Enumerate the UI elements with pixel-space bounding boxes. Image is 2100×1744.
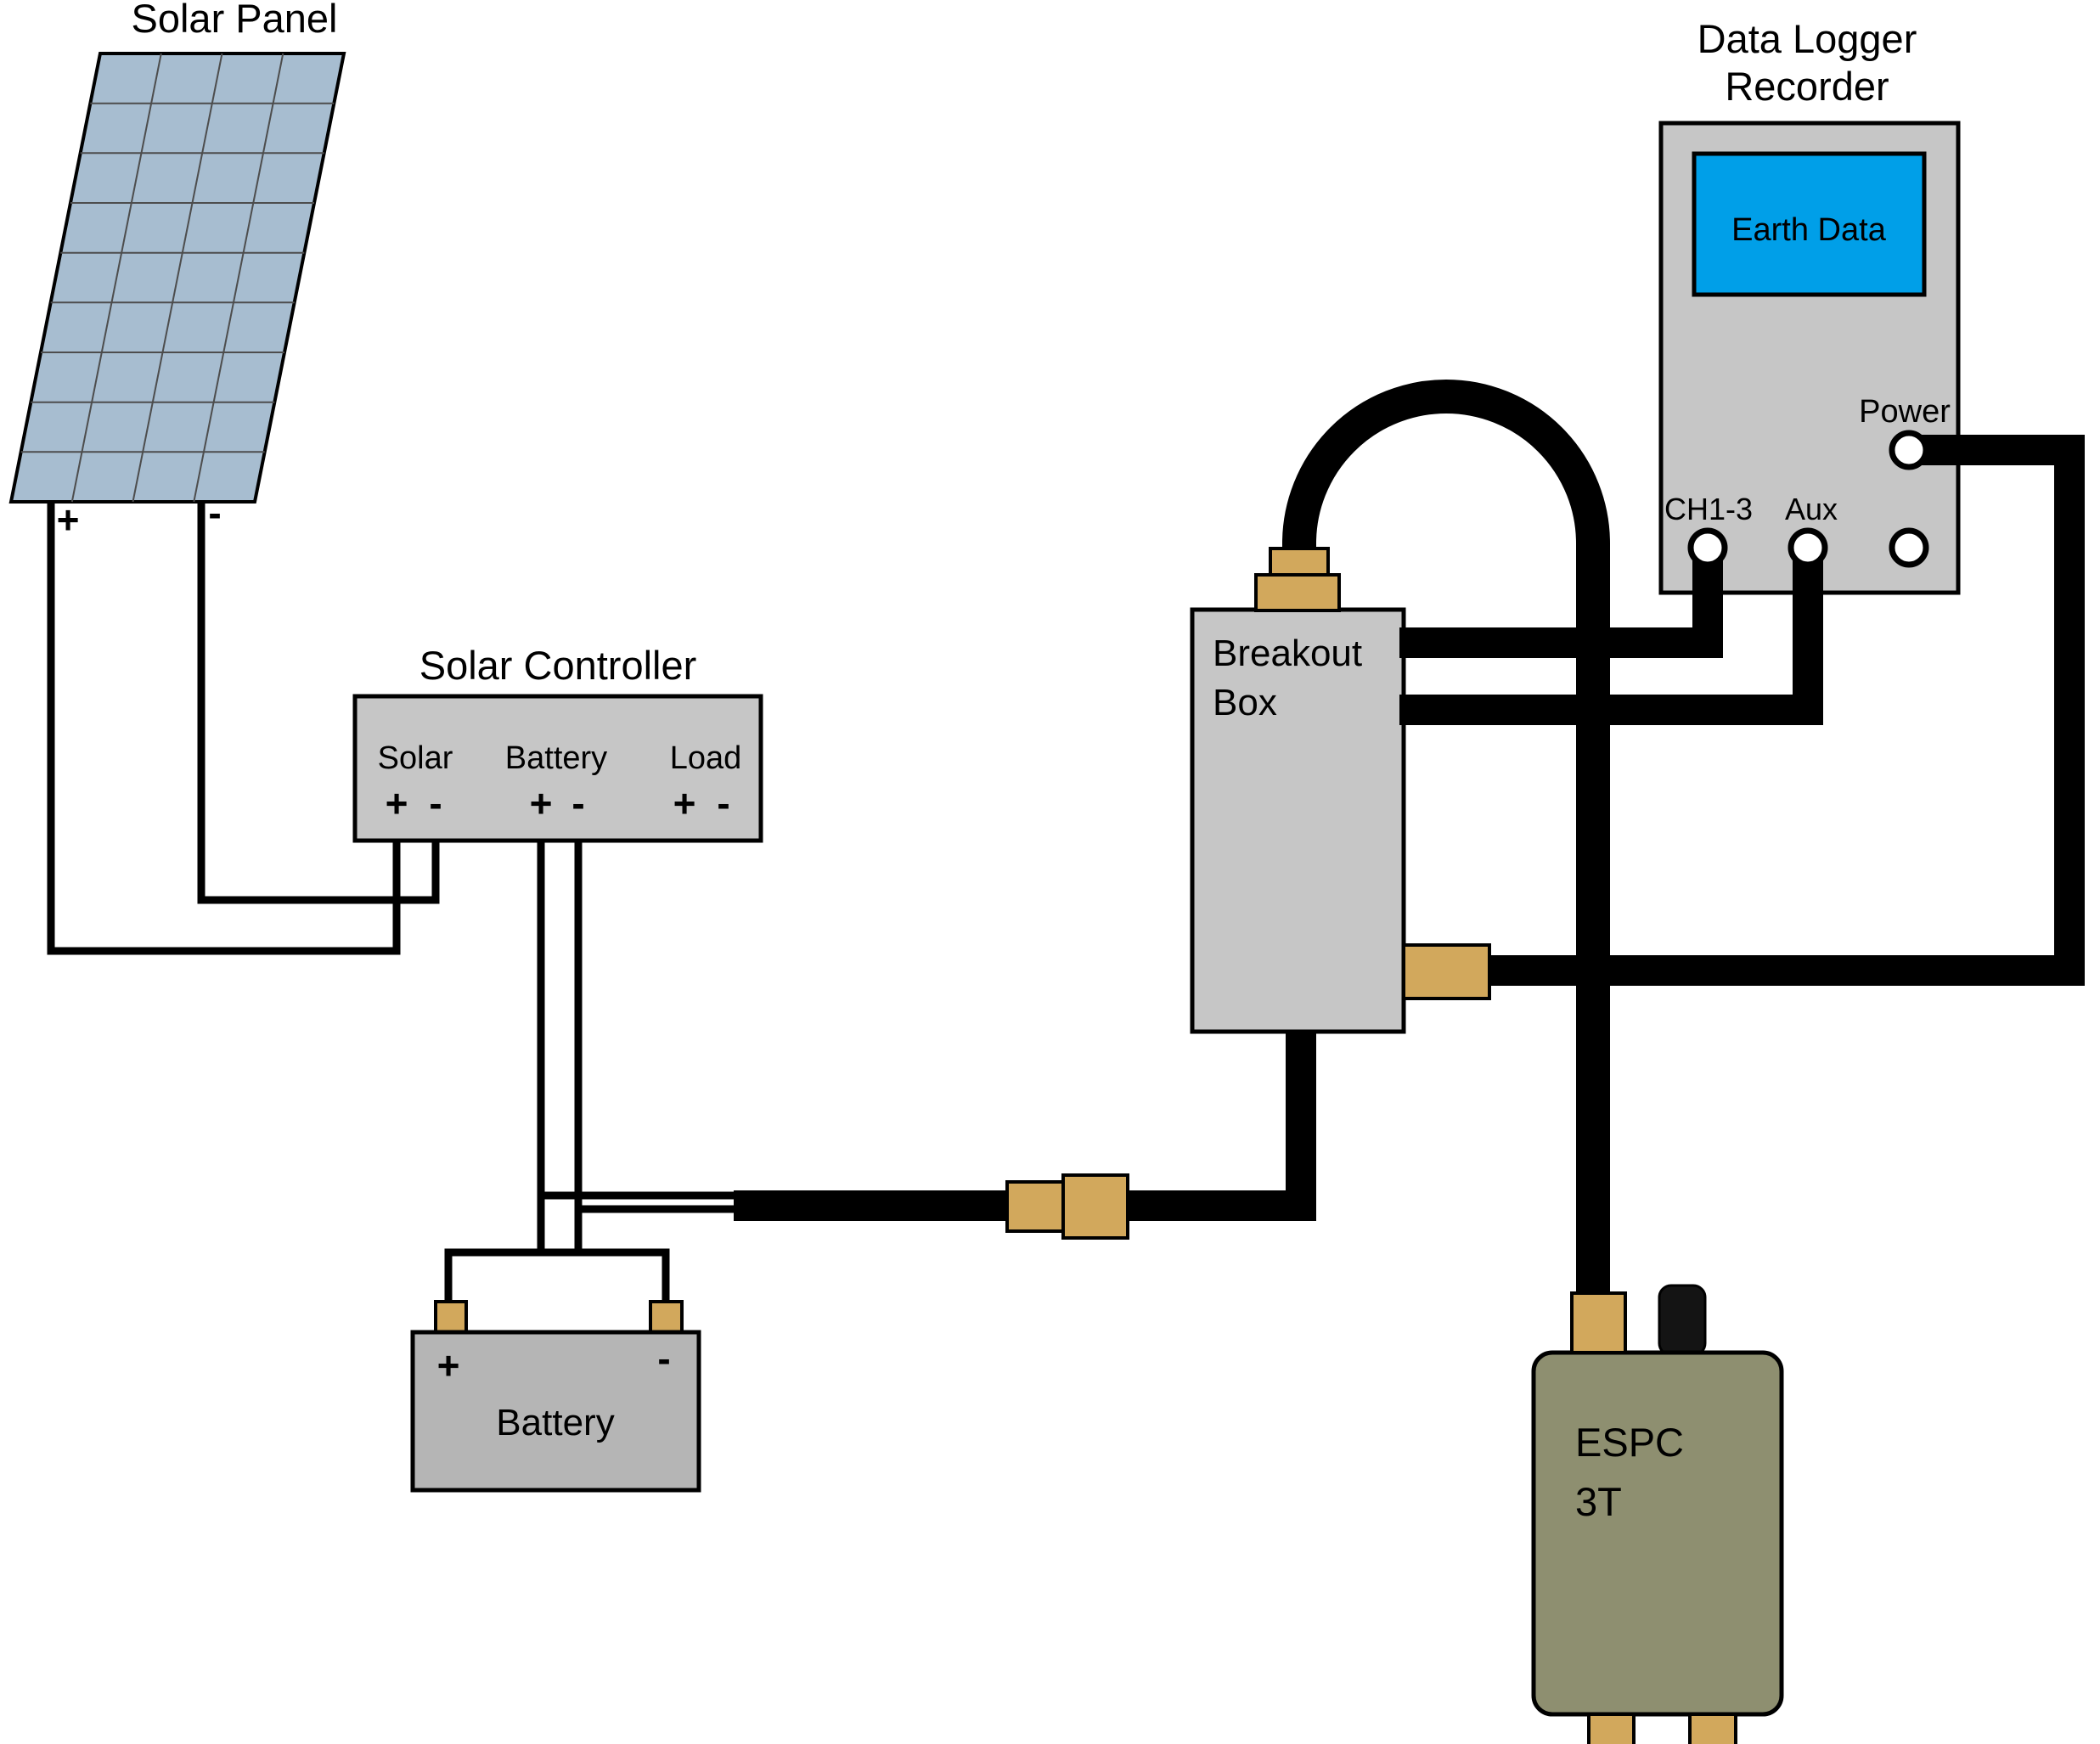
solar-panel-minus-sign: - (208, 491, 221, 535)
espc-body (1531, 1350, 1784, 1717)
controller-load-label: Load (670, 740, 742, 776)
spare-port (1889, 527, 1929, 568)
inline-cable-connector-right (1061, 1173, 1129, 1240)
data-logger-title-line2: Recorder (1725, 64, 1889, 109)
power-cable (1482, 435, 2085, 986)
aux-port-label: Aux (1785, 492, 1838, 526)
controller-battery-minus-sign: - (571, 781, 584, 825)
controller-load-minus-sign: - (717, 781, 729, 825)
wire-battery-terminal-bridge (444, 1248, 670, 1302)
aux-cable (1399, 552, 1823, 725)
solar-panel-plus-sign: + (57, 498, 80, 542)
battery-plus-sign: + (437, 1343, 460, 1387)
breakout-box: Breakout Box (1190, 607, 1406, 1034)
controller-solar-label: Solar (378, 740, 453, 776)
breakout-box-label-line1: Breakout (1213, 633, 1362, 674)
breakout-top-connector-upper (1269, 547, 1330, 579)
inline-cable-connector-left (1005, 1180, 1067, 1233)
controller-battery-label: Battery (505, 740, 607, 776)
ch1-3-port (1687, 527, 1728, 568)
breakout-top-connector-lower (1254, 573, 1341, 612)
espc-bottom-connector-2 (1688, 1713, 1737, 1744)
breakout-to-espc-cable (1282, 380, 1610, 1325)
battery-negative-terminal (649, 1300, 684, 1337)
controller-battery-plus-sign: + (530, 781, 553, 825)
battery-to-breakout-cable (734, 1029, 1316, 1221)
solar-panel-grid (20, 53, 335, 503)
breakout-box-body (1190, 607, 1406, 1034)
solar-controller-box (352, 694, 763, 843)
battery-box (410, 1330, 701, 1493)
controller-solar-minus-sign: - (429, 781, 442, 825)
data-logger-title-line1: Data Logger (1697, 16, 1917, 61)
espc-sensor: ESPC 3T (1531, 1284, 1784, 1744)
power-port-label: Power (1859, 394, 1951, 430)
controller-solar-plus-sign: + (386, 781, 408, 825)
battery-minus-sign: - (657, 1336, 670, 1381)
data-logger-screen (1692, 151, 1927, 297)
solar-controller: Solar Controller Solar Battery Load + - … (352, 643, 763, 843)
solar-panel-label: Solar Panel (132, 0, 338, 41)
espc-bottom-connector-1 (1587, 1713, 1636, 1744)
solar-controller-label: Solar Controller (419, 643, 697, 688)
controller-load-plus-sign: + (673, 781, 696, 825)
breakout-side-connector (1402, 943, 1491, 1000)
aux-port (1788, 527, 1828, 568)
ch1-3-cable (1399, 552, 1723, 658)
espc-label-line2: 3T (1575, 1479, 1622, 1524)
espc-top-connector (1570, 1291, 1627, 1354)
battery-label: Battery (496, 1402, 614, 1443)
breakout-box-label-line2: Box (1213, 682, 1277, 723)
wire-solar-negative (197, 502, 440, 904)
espc-label-line1: ESPC (1575, 1420, 1684, 1465)
wire-solar-positive (47, 502, 401, 955)
battery: + - Battery (410, 1300, 701, 1493)
data-logger: Earth Data Data Logger Recorder (1658, 16, 1961, 595)
ch1-3-port-label: CH1-3 (1664, 492, 1753, 526)
battery-positive-terminal (434, 1300, 468, 1337)
data-logger-screen-text: Earth Data (1731, 212, 1887, 248)
power-port (1889, 430, 1929, 470)
solar-panel: Solar Panel + - (8, 0, 346, 542)
espc-top-cap (1658, 1284, 1707, 1357)
